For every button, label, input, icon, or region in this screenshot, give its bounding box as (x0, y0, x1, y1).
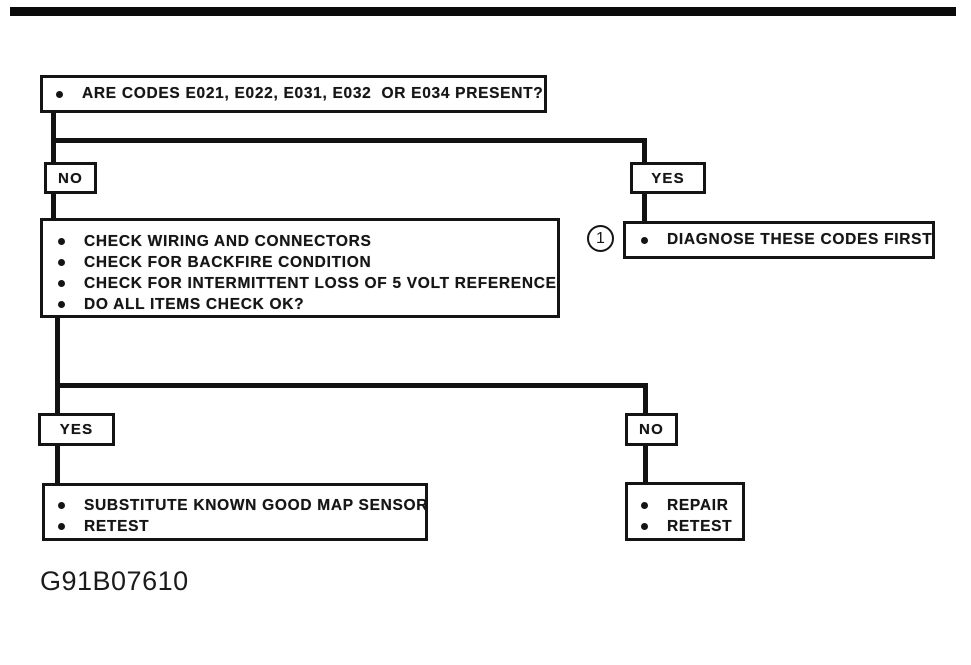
repair-row: REPAIR (641, 495, 740, 516)
bullet-icon (641, 236, 648, 244)
check-item-5volt: CHECK FOR INTERMITTENT LOSS OF 5 VOLT RE… (84, 274, 557, 292)
repair-item-repair: REPAIR (667, 496, 729, 514)
substitute-item-retest: RETEST (84, 517, 150, 535)
bullet-icon (58, 238, 65, 245)
check-list-row: CHECK FOR INTERMITTENT LOSS OF 5 VOLT RE… (58, 273, 556, 294)
node-diagnose-codes-first: DIAGNOSE THESE CODES FIRST (623, 221, 935, 259)
question-codes-text: ARE CODES E021, E022, E031, E032 OR E034… (82, 85, 544, 102)
repair-row: RETEST (641, 516, 740, 537)
scan-artifact-top-bar (10, 7, 956, 16)
bullet-icon (641, 502, 648, 509)
node-question-codes-present: ARE CODES E021, E022, E031, E032 OR E034… (40, 75, 547, 113)
connector-yes2-to-substitute (55, 444, 60, 485)
substitute-item-sensor: SUBSTITUTE KNOWN GOOD MAP SENSOR (84, 496, 429, 514)
branch2-yes-box: YES (38, 413, 115, 446)
diagnose-codes-text: DIAGNOSE THESE CODES FIRST (667, 231, 933, 248)
node-repair-retest: REPAIR RETEST (625, 482, 745, 541)
node-substitute-map-sensor: SUBSTITUTE KNOWN GOOD MAP SENSOR RETEST (42, 483, 428, 541)
check-list-row: DO ALL ITEMS CHECK OK? (58, 294, 551, 315)
substitute-row: SUBSTITUTE KNOWN GOOD MAP SENSOR (58, 495, 427, 516)
substitute-row: RETEST (58, 516, 421, 537)
branch1-no-box: NO (44, 162, 97, 194)
connector-no1-to-checkbox (51, 193, 56, 220)
branch2-no-label: NO (639, 421, 664, 438)
footnote-1-marker: 1 (587, 225, 614, 252)
bullet-icon (58, 280, 65, 287)
bullet-icon (58, 301, 65, 308)
branch1-yes-box: YES (630, 162, 706, 194)
footnote-1-number: 1 (596, 229, 605, 247)
check-list-row: CHECK WIRING AND CONNECTORS (58, 231, 551, 252)
connector-branch2-horizontal (55, 383, 648, 388)
bullet-icon (58, 259, 65, 266)
figure-id: G91B07610 (40, 566, 189, 596)
connector-branch2-to-no (643, 384, 648, 415)
connector-yes1-to-diagnose (642, 193, 647, 223)
connector-branch1-horizontal (51, 138, 647, 143)
branch1-yes-label: YES (651, 169, 685, 187)
branch2-yes-label: YES (59, 421, 94, 438)
check-item-backfire: CHECK FOR BACKFIRE CONDITION (84, 253, 372, 271)
bullet-icon (56, 90, 63, 98)
bullet-icon (641, 523, 648, 530)
node-check-list: CHECK WIRING AND CONNECTORS CHECK FOR BA… (40, 218, 560, 318)
check-item-all-ok: DO ALL ITEMS CHECK OK? (84, 295, 305, 313)
branch1-no-label: NO (58, 169, 83, 187)
bullet-icon (58, 502, 65, 509)
connector-branch1-to-yes (642, 139, 647, 164)
bullet-icon (58, 523, 65, 530)
branch2-no-box: NO (625, 413, 678, 446)
repair-item-retest: RETEST (667, 517, 733, 535)
connector-no2-to-repair (643, 444, 648, 484)
connector-checkbox-to-branch2 (55, 316, 60, 415)
check-item-wiring: CHECK WIRING AND CONNECTORS (84, 232, 372, 250)
check-list-row: CHECK FOR BACKFIRE CONDITION (58, 252, 551, 273)
